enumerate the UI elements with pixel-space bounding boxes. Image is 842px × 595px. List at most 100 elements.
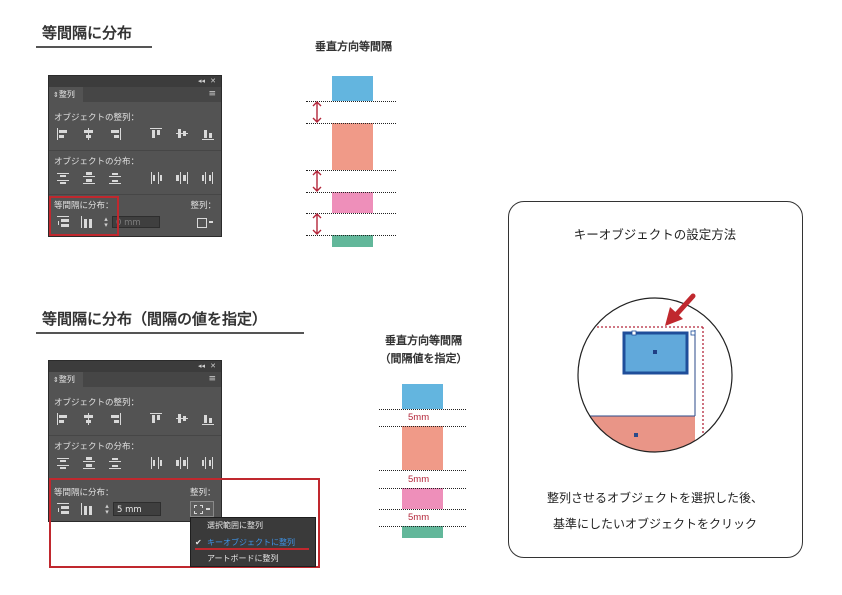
distribute-spacing-label: 等間隔に分布： [54,201,114,211]
distribute-top-icon[interactable] [57,457,69,469]
panel-tab-row: ⇕整列 ≡ [49,372,221,387]
distribute-horizontal-center-icon[interactable] [176,172,188,184]
panel-title-bar[interactable] [49,361,221,372]
distribute-vertical-center-icon[interactable] [83,457,95,469]
align-to-dropdown-menu: 選択範囲に整列 ✔キーオブジェクトに整列 アートボードに整列 [190,517,316,567]
align-panel: ◂◂ ✕ ⇕整列 ≡ オブジェクトの整列： オブジェクトの分布： 等間隔に分布：… [48,360,222,522]
distribute-right-icon[interactable] [202,172,214,184]
distribute-vertical-center-icon[interactable] [83,172,95,184]
horizontal-distribute-space-icon[interactable] [81,503,93,515]
spacing-value-field[interactable]: 0 mm [112,216,160,228]
gap-arrow-icon [312,170,322,192]
guide-line [379,526,466,527]
distribute-right-icon[interactable] [202,457,214,469]
section1-heading-underline [36,46,152,48]
spacing-stepper[interactable]: ▴▾ [105,502,109,516]
panel-title-bar[interactable] [49,76,221,87]
key-object-desc-line1: 整列させるオブジェクトを選択した後、 [546,491,763,505]
spacing-stepper[interactable]: ▴▾ [104,215,108,229]
diagram1-salmon-rect [332,123,373,170]
diagram2-caption-line1: 垂直方向等間隔 [385,334,462,347]
guide-line [306,235,396,236]
diagram2-blue-rect [402,384,443,409]
panel-menu-icon[interactable]: ≡ [208,374,216,384]
align-bottom-icon[interactable] [202,128,214,140]
menu-item-label: キーオブジェクトに整列 [207,538,295,547]
horizontal-distribute-space-icon[interactable] [81,216,93,228]
gap-label: 5mm [408,474,430,485]
vertical-distribute-space-icon[interactable] [57,216,69,228]
diagram1-caption: 垂直方向等間隔 [315,40,392,53]
align-vertical-center-icon[interactable] [176,413,188,425]
tab-expand-icon: ⇕ [53,91,59,99]
distribute-bottom-icon[interactable] [109,457,121,469]
gap-arrow-icon [312,101,322,123]
guide-line [306,123,396,124]
tab-align[interactable]: ⇕整列 [49,87,83,102]
gap-arrow-icon [312,213,322,235]
guide-line [306,213,396,214]
guide-line [379,426,466,427]
align-to-label: 整列： [190,201,216,211]
menu-item-align-to-artboard[interactable]: アートボードに整列 [207,554,279,563]
key-object-card: キーオブジェクトの設定方法 整列させるオブジェクトを選択した後、 基準にしたいオ… [508,201,803,558]
highlight-align-to-options [49,478,320,568]
align-objects-label: オブジェクトの整列： [54,398,140,408]
align-right-icon[interactable] [109,128,121,140]
guide-line [379,470,466,471]
collapse-icon[interactable]: ◂◂ [197,77,205,85]
gap-label: 5mm [408,512,430,523]
align-bottom-icon[interactable] [202,413,214,425]
panel-menu-icon[interactable]: ≡ [208,89,216,99]
menu-item-align-to-key-object[interactable]: ✔キーオブジェクトに整列 [191,536,315,550]
close-icon[interactable]: ✕ [210,362,216,370]
diagram1-pink-rect [332,192,373,213]
tab-expand-icon: ⇕ [53,376,59,384]
align-horizontal-center-icon[interactable] [83,413,95,425]
distribute-horizontal-center-icon[interactable] [176,457,188,469]
section2-heading: 等間隔に分布（間隔の値を指定） [42,310,268,328]
tab-align-label: 整列 [58,90,75,99]
distribute-objects-label: オブジェクトの分布： [54,442,140,452]
guide-line [379,409,466,410]
distribute-top-icon[interactable] [57,172,69,184]
align-to-label: 整列： [190,488,216,498]
menu-item-align-to-selection[interactable]: 選択範囲に整列 [207,521,263,530]
spacing-value-field[interactable]: 5 mm [113,502,161,516]
section1-heading: 等間隔に分布 [42,24,133,42]
guide-line [306,192,396,193]
align-top-icon[interactable] [150,128,162,140]
align-horizontal-center-icon[interactable] [83,128,95,140]
collapse-icon[interactable]: ◂◂ [197,362,205,370]
distribute-left-icon[interactable] [150,457,162,469]
diagram2-salmon-rect [402,426,443,470]
align-left-icon[interactable] [57,128,69,140]
section2-heading-underline [36,332,304,334]
align-to-dropdown-icon[interactable] [190,501,214,517]
distribute-objects-label: オブジェクトの分布： [54,157,140,167]
close-icon[interactable]: ✕ [210,77,216,85]
align-top-icon[interactable] [150,413,162,425]
guide-line [379,509,466,510]
align-left-icon[interactable] [57,413,69,425]
panel-divider [49,150,221,151]
vertical-distribute-space-icon[interactable] [57,503,69,515]
diagram2-caption-line2: （間隔値を指定） [379,352,468,365]
highlight-distribute-spacing [49,196,119,236]
panel-divider [49,194,221,195]
diagram1-green-rect [332,235,373,247]
gap-label: 5mm [408,412,430,423]
align-vertical-center-icon[interactable] [176,128,188,140]
tab-align[interactable]: ⇕整列 [49,372,83,387]
align-right-icon[interactable] [109,413,121,425]
distribute-spacing-label: 等間隔に分布： [54,488,114,498]
guide-line [306,170,396,171]
distribute-left-icon[interactable] [150,172,162,184]
align-to-dropdown-icon[interactable] [197,216,215,228]
diagram1-blue-rect [332,76,373,101]
align-panel: ◂◂ ✕ ⇕整列 ≡ オブジェクトの整列： オブジェクトの分布： 等間隔に分布：… [48,75,222,237]
distribute-bottom-icon[interactable] [109,172,121,184]
guide-line [306,101,396,102]
diagram2-green-rect [402,526,443,538]
selected-item-underline [195,548,309,550]
